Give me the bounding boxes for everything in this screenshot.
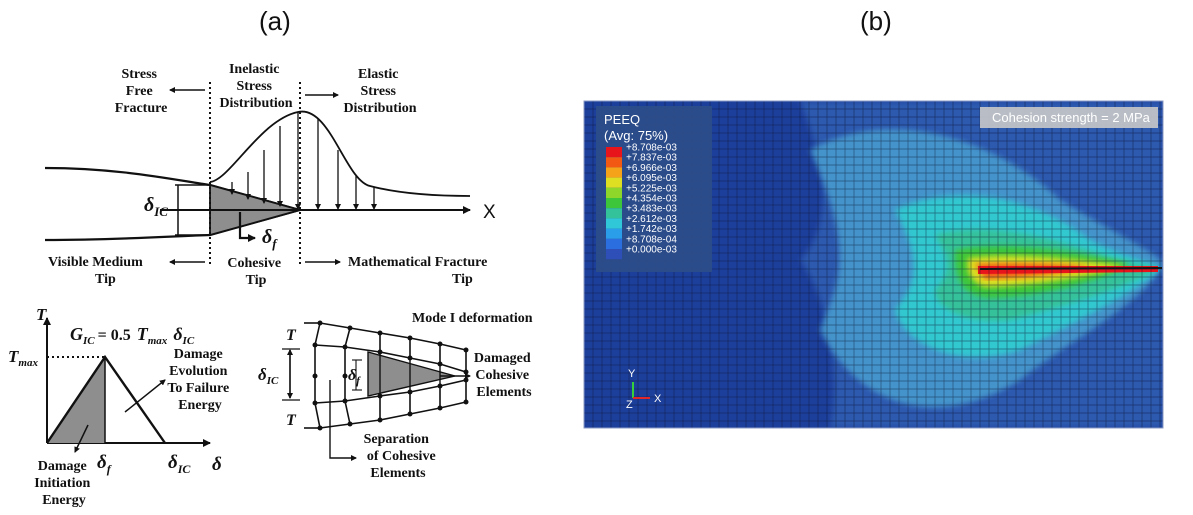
cohesion-badge	[980, 107, 1158, 128]
delta-ic-tick-label: δIC	[168, 452, 191, 476]
elastic-stress-label: Elastic Stress Distribution	[343, 67, 416, 116]
mode-i-delta-f: δf	[348, 367, 361, 387]
fem-contour-plot: PEEQ (Avg: 75%) +8.708e-03+7.837e-03+6.9…	[583, 100, 1164, 429]
stress-distribution-curve	[209, 110, 471, 197]
damage-initiation-label: Damage Initiation Energy	[34, 459, 94, 508]
mode-i-title: Mode I deformation	[412, 311, 533, 326]
legend-value-label: +2.612e-03	[626, 214, 677, 225]
separation-cohesive-label: Separation of Cohesive Elements	[364, 432, 440, 481]
cohesion-annotation: Cohesion strength = 2 MPa	[992, 110, 1151, 125]
tmax-label: Tmax	[8, 347, 38, 369]
legend-value-label: +6.966e-03	[626, 163, 677, 174]
delta-f-arrow	[238, 212, 256, 242]
inelastic-stress-label: Inelastic Stress Distribution	[219, 62, 292, 111]
legend-value-label: +4.354e-03	[626, 194, 677, 205]
legend-values: +8.708e-03+7.837e-03+6.966e-03+6.095e-03…	[626, 143, 677, 256]
stress-arrows	[229, 112, 377, 210]
legend-value-label: +1.742e-03	[626, 224, 677, 235]
traction-axis-label: T	[36, 305, 47, 324]
crack-tip-diagram: X δIC δf Stress Free Fracture	[44, 62, 496, 288]
mathematical-fracture-tip-label: Mathematical Fracture Tip	[348, 255, 491, 287]
legend-value-label: +0.000e-03	[626, 245, 677, 256]
legend-swatch	[606, 198, 622, 209]
legend-swatch	[606, 218, 622, 229]
mode-i-t-top: T	[286, 327, 297, 344]
visible-medium-tip-label: Visible Medium Tip	[48, 255, 146, 287]
legend-swatch	[606, 177, 622, 188]
panel-b-label: (b)	[860, 6, 892, 36]
legend-swatch	[606, 208, 622, 219]
delta-f-tick-label: δf	[97, 452, 112, 476]
separation-axis-label: δ	[212, 454, 222, 475]
triad-y-label: Y	[628, 368, 636, 380]
stress-free-fracture-label: Stress Free Fracture	[115, 67, 168, 116]
legend-swatch	[606, 187, 622, 198]
triad-x-label: X	[654, 393, 662, 405]
legend-value-label: +8.708e-04	[626, 234, 677, 245]
mode-i-deformation: Mode I deformation T	[258, 311, 534, 481]
legend-color-bar	[606, 147, 622, 260]
delta-f-label: δf	[262, 226, 278, 251]
contour-regions	[584, 101, 1163, 428]
x-axis-label: X	[483, 202, 496, 223]
legend-value-label: +3.483e-03	[626, 204, 677, 215]
legend-swatch	[606, 147, 622, 158]
legend-value-label: +6.095e-03	[626, 173, 677, 184]
cohesive-tip-label: Cohesive Tip	[227, 256, 284, 288]
legend-title: PEEQ	[604, 112, 640, 127]
damaged-cohesive-label: Damaged Cohesive Elements	[474, 351, 534, 400]
legend-swatch	[606, 228, 622, 239]
damaged-cohesive-elements	[367, 351, 456, 397]
legend-avg: (Avg: 75%)	[604, 128, 668, 143]
legend-value-label: +5.225e-03	[626, 183, 677, 194]
mode-i-t-bottom: T	[286, 412, 297, 429]
legend-value-label: +8.708e-03	[626, 143, 677, 154]
legend-swatch	[606, 157, 622, 168]
legend-swatch	[606, 238, 622, 249]
mode-i-delta-ic: δIC	[258, 365, 279, 387]
damage-evolution-label: Damage Evolution To Failure Energy	[167, 347, 232, 413]
delta-ic-label: δIC	[144, 194, 168, 219]
legend-swatch	[606, 249, 622, 260]
legend-value-label: +7.837e-03	[626, 153, 677, 164]
legend-swatch	[606, 167, 622, 178]
triad-z-label: Z	[626, 399, 633, 411]
upper-crack-face	[44, 166, 301, 212]
panel-a-label: (a)	[259, 6, 291, 36]
